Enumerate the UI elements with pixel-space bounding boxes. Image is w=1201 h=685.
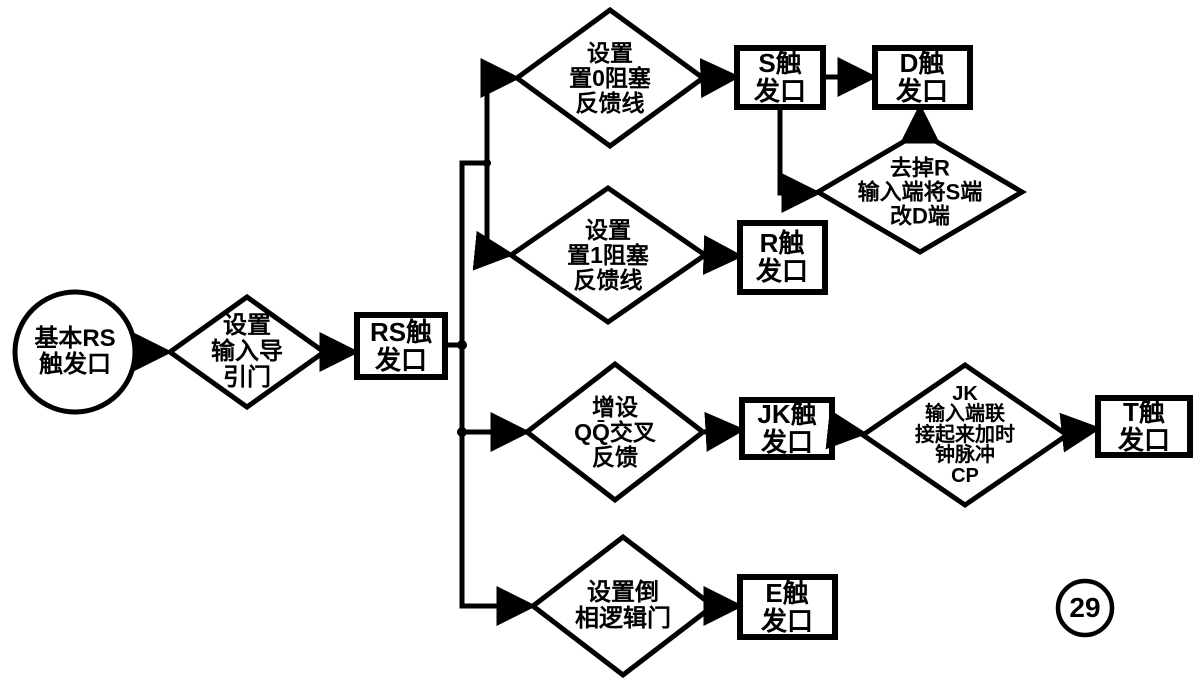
flow-set0-to-sff — [699, 58, 741, 99]
page-number-circle-shape — [1055, 578, 1115, 638]
s-ff-label: S触 发口 — [753, 47, 807, 106]
trunk-junction-dot — [457, 340, 467, 350]
flow-sff-to-remover — [777, 104, 822, 213]
r-ff-label: R触 发口 — [755, 227, 809, 286]
flow-qq-to-jkff — [700, 411, 746, 452]
e-ff-label: E触 发口 — [760, 577, 814, 636]
remove-r-label: 去掉R 输入端将S端 改D端 — [857, 155, 983, 228]
jk-ff-label: JK触 发口 — [757, 398, 817, 457]
start-node-label: 基本RS 触发口 — [34, 325, 116, 378]
jk-cp-label: JK 输入端联 接起来加时 钟脉冲 CP — [915, 383, 1015, 487]
invert-gate-label: 设置倒 相逻辑门 — [575, 579, 671, 632]
flow-jkff-to-cp — [825, 409, 868, 450]
page-number-label: 29 — [1069, 591, 1101, 623]
t-ff-label: T触 发口 — [1117, 396, 1171, 455]
set1-block-label: 设置 置1阻塞 反馈线 — [567, 216, 649, 293]
flow-trunk-to-set1 — [472, 230, 515, 271]
rs-ff-label: RS触 发口 — [369, 316, 433, 375]
flow-set1-to-rff — [702, 234, 744, 275]
remove-r-diamond-shape — [813, 129, 1027, 255]
input-gate-label: 设置 输入导 引门 — [211, 312, 283, 391]
set0-block-label: 设置 置0阻塞 反馈线 — [569, 39, 651, 116]
d-ff-label: D触 发口 — [895, 47, 949, 106]
trunk-junction-dot — [483, 159, 491, 167]
flow-cp-to-tff — [1059, 412, 1102, 453]
trunk-junction-dot — [457, 427, 467, 437]
qq-cross-label: 增设 QQ̄交叉 反馈 — [574, 393, 656, 470]
